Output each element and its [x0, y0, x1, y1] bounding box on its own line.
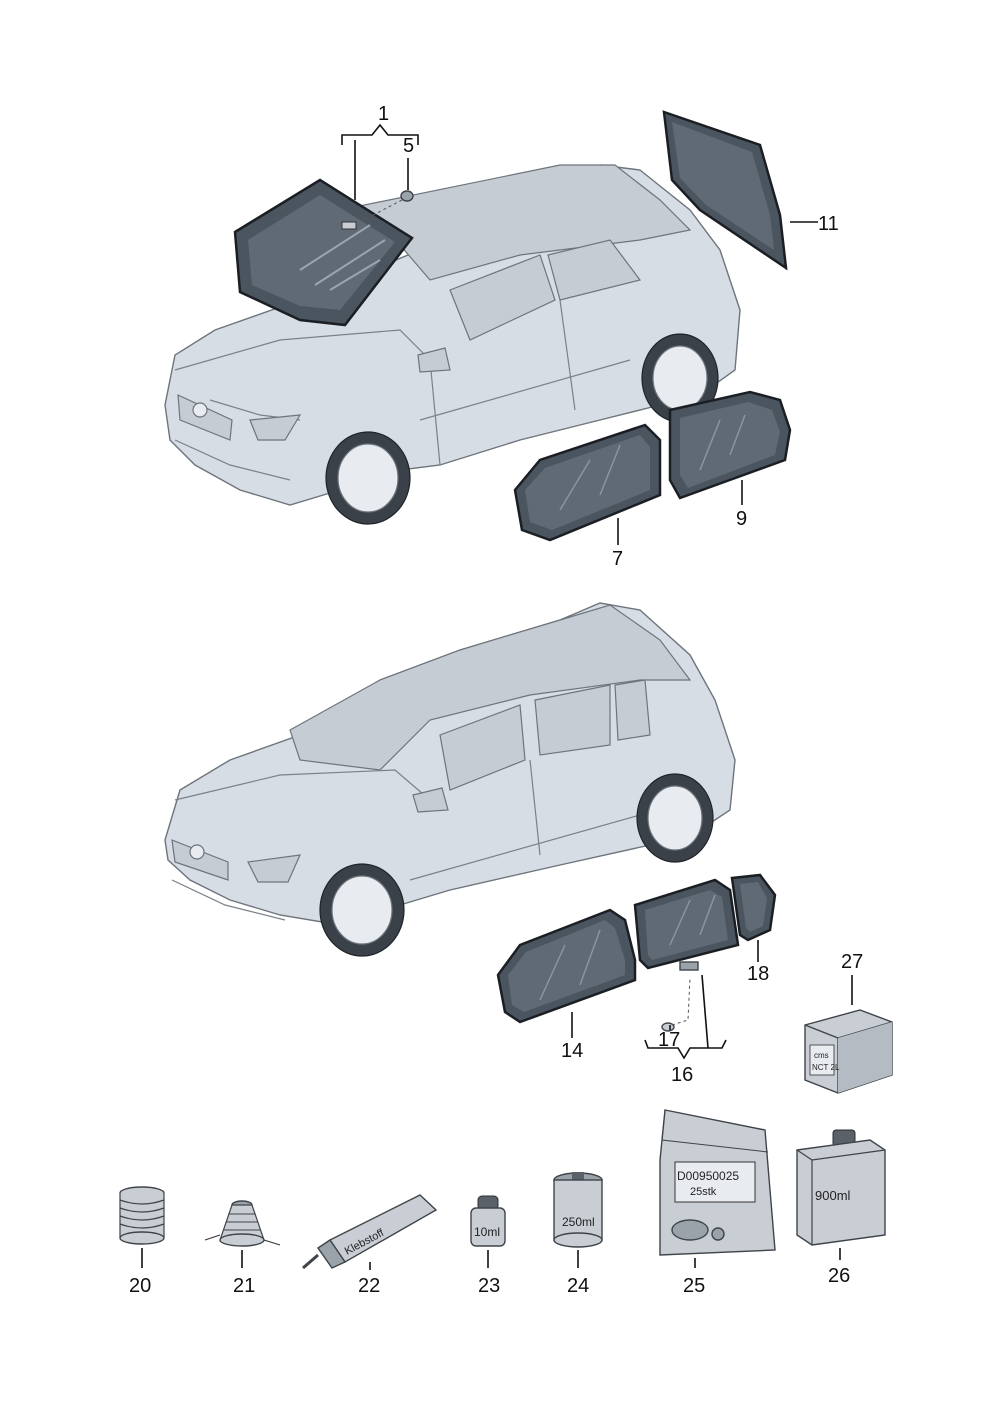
callout-18: 18: [747, 963, 769, 985]
rear-door-window-part-16: [633, 878, 740, 971]
quarter-window-part-18: [730, 873, 777, 942]
callout-21: 21: [233, 1275, 255, 1297]
callout-27: 27: [841, 951, 863, 973]
leader-lines-accessories: [141, 1248, 841, 1270]
box-label-line2: NCT 2L: [812, 1063, 840, 1072]
callout-1: 1: [378, 103, 389, 125]
callout-16: 16: [671, 1064, 693, 1086]
bag-part-25: D00950025 25stk: [659, 1109, 776, 1256]
small-bottle-label: 10ml: [474, 1225, 500, 1239]
windscreen-part: [233, 178, 414, 327]
bag-label-line1: D00950025: [677, 1169, 739, 1183]
callout-5: 5: [403, 135, 414, 157]
clip-part-5: [359, 190, 414, 223]
callout-24: 24: [567, 1275, 589, 1297]
callout-20: 20: [129, 1275, 151, 1297]
cone-part-21: [204, 1200, 281, 1247]
can-label: 250ml: [562, 1215, 595, 1229]
large-bottle-label: 900ml: [815, 1188, 851, 1203]
callout-26: 26: [828, 1265, 850, 1287]
callout-9: 9: [736, 508, 747, 530]
callout-22: 22: [358, 1275, 380, 1297]
box-label-line1: cms: [814, 1051, 829, 1060]
callout-numbers: 1 5 11 7 9 14 17 16 18 27 20 21 22 23 24…: [129, 103, 863, 1297]
leader-lines-bottom: [571, 940, 853, 1060]
car-top: [164, 164, 741, 525]
callout-7: 7: [612, 548, 623, 570]
front-door-window-part-14: [496, 908, 637, 1024]
leader-lines-top: [341, 123, 818, 545]
bag-label-line2: 25stk: [690, 1186, 717, 1198]
callout-14: 14: [561, 1040, 583, 1062]
callout-23: 23: [478, 1275, 500, 1297]
large-bottle-part-26: 900ml: [796, 1129, 886, 1246]
callout-17: 17: [658, 1029, 680, 1051]
car-bottom: [164, 602, 736, 957]
can-part-24: 250ml: [553, 1172, 603, 1248]
callout-25: 25: [683, 1275, 705, 1297]
tube-part-22: Klebstoff: [302, 1194, 438, 1270]
callout-11: 11: [818, 213, 839, 235]
coil-part-20: [119, 1186, 165, 1245]
rear-door-window-part-7: [513, 423, 662, 542]
quarter-window-part-9: [668, 390, 792, 500]
small-bottle-part-23: 10ml: [470, 1195, 506, 1247]
box-part-27: cms NCT 2L: [804, 1009, 893, 1094]
screw-part-17: [661, 977, 691, 1032]
rear-window-part: [662, 110, 788, 271]
car-top-front-side-window-frame: [449, 254, 556, 341]
